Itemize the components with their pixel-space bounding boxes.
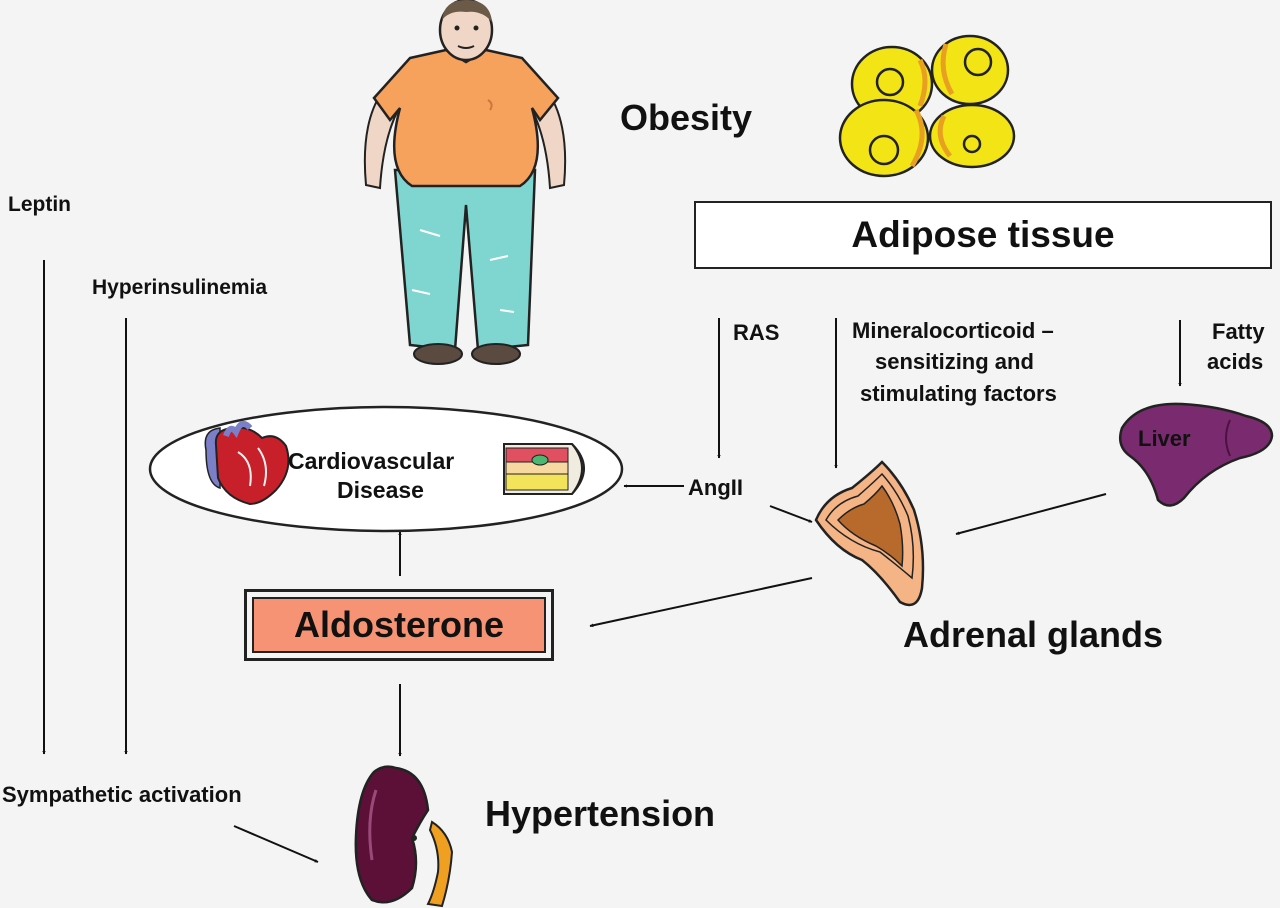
liver-icon — [1119, 402, 1274, 507]
sympathetic-to-kidney-arrow — [233, 825, 319, 863]
fatty-acids-label-line1: Fatty — [1212, 319, 1265, 344]
hyperinsulinemia-label: Hyperinsulinemia — [92, 276, 268, 299]
cvd-label-line2: Disease — [337, 477, 424, 503]
cvd-label-line1: Cardiovascular — [288, 448, 455, 474]
adrenal-gland-icon — [814, 460, 925, 607]
adipose-tissue-box: Adipose tissue — [694, 201, 1272, 269]
leptin-label: Leptin — [8, 193, 71, 216]
mineralocorticoid-label-line1: Mineralocorticoid – — [852, 318, 1054, 343]
fat-cells-icon — [838, 34, 1016, 178]
kidney-icon — [354, 765, 454, 908]
fatty-acids-label-line2: acids — [1207, 349, 1264, 374]
aldosterone-label: Aldosterone — [252, 597, 546, 653]
mineralocorticoid-label-line3: stimulating factors — [860, 381, 1057, 406]
aldosterone-box: Aldosterone — [244, 589, 554, 661]
artery-plaque-icon — [503, 443, 585, 495]
liver-to-adrenal-arrow — [955, 493, 1107, 535]
angii-label: AngII — [688, 475, 743, 500]
adrenal-glands-label: Adrenal glands — [903, 614, 1164, 655]
obesity-label: Obesity — [620, 97, 753, 138]
angii-to-adrenal-arrow — [769, 505, 813, 523]
heart-icon — [204, 420, 290, 506]
liver-label: Liver — [1138, 426, 1191, 451]
hypertension-label: Hypertension — [485, 793, 716, 834]
obese-man-icon — [363, 0, 567, 365]
mineralocorticoid-label-line2: sensitizing and — [875, 349, 1034, 374]
sympathetic-activation-label: Sympathetic activation — [2, 782, 242, 807]
adrenal-to-aldosterone-arrow — [589, 577, 813, 628]
ras-label: RAS — [733, 320, 780, 345]
